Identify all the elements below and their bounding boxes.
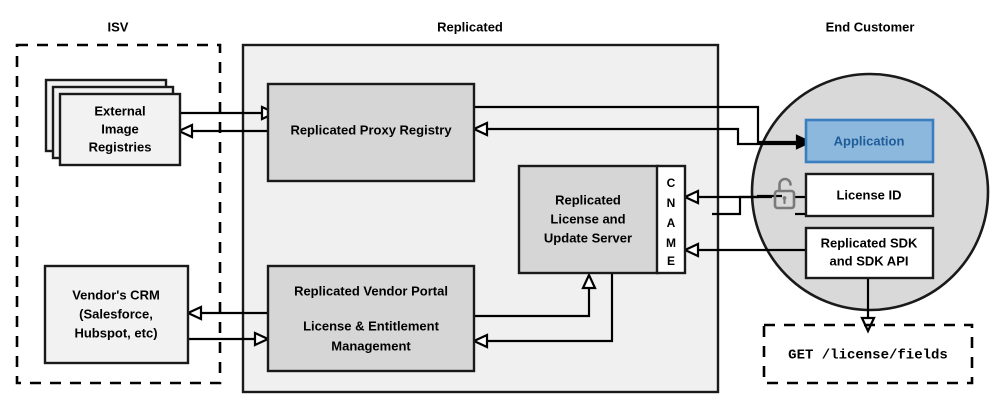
node-cname-strip[interactable]: C N A M E bbox=[655, 164, 687, 275]
edge-sdk-to-cname bbox=[682, 242, 806, 258]
vendor-portal-line-4: Management bbox=[331, 338, 411, 353]
replicated-sdk-line-1: Replicated SDK bbox=[821, 235, 918, 250]
vendor-crm-box bbox=[43, 264, 190, 365]
cname-letter-n: N bbox=[667, 196, 676, 210]
license-server-line-3: Update Server bbox=[544, 230, 632, 245]
license-server-line-2: License and bbox=[550, 211, 625, 226]
external-registries-line-2: Image bbox=[101, 121, 139, 136]
replicated-sdk-line-2: and SDK API bbox=[830, 253, 909, 268]
vendor-portal-line-3: License & Entitlement bbox=[303, 318, 439, 333]
node-external-image-registries[interactable]: External Image Registries bbox=[44, 78, 182, 167]
api-request-label: GET /license/fields bbox=[788, 348, 948, 364]
edge-license-server-to-portal bbox=[471, 274, 614, 349]
cname-letter-c: C bbox=[667, 176, 676, 190]
application-label: Application bbox=[834, 133, 905, 148]
cname-strip-box bbox=[655, 164, 687, 275]
vendor-crm-line-2: (Salesforce, bbox=[79, 306, 153, 321]
edge-crm-to-portal bbox=[188, 331, 271, 347]
node-license-update-server[interactable]: Replicated License and Update Server bbox=[517, 164, 660, 275]
edge-portal-to-license-server bbox=[474, 272, 597, 318]
node-vendor-crm[interactable]: Vendor's CRM (Salesforce, Hubspot, etc) bbox=[43, 264, 190, 365]
node-application[interactable]: Application bbox=[804, 118, 935, 164]
stack-layer-front bbox=[58, 92, 182, 167]
proxy-registry-box bbox=[266, 82, 476, 183]
vendor-portal-box bbox=[266, 264, 476, 373]
edge-application-to-proxy bbox=[471, 121, 806, 146]
node-license-id[interactable]: License ID bbox=[804, 172, 935, 218]
application-box bbox=[804, 118, 935, 164]
license-id-box bbox=[804, 172, 935, 218]
vendor-portal-line-1: Replicated Vendor Portal bbox=[294, 283, 448, 298]
cname-letter-e: E bbox=[667, 254, 675, 268]
group-title-end-customer: End Customer bbox=[826, 19, 915, 34]
edge-licenseid-lock-left bbox=[712, 195, 806, 216]
cname-letter-a: A bbox=[667, 216, 676, 230]
api-request-dashed-box bbox=[762, 323, 974, 385]
node-replicated-vendor-portal[interactable]: Replicated Vendor Portal License & Entit… bbox=[266, 264, 476, 373]
license-id-label: License ID bbox=[836, 187, 901, 202]
node-replicated-proxy-registry[interactable]: Replicated Proxy Registry bbox=[266, 82, 476, 183]
group-title-isv: ISV bbox=[108, 19, 129, 34]
node-api-request[interactable]: GET /license/fields bbox=[762, 323, 974, 385]
cname-letter-m: M bbox=[666, 236, 676, 250]
group-title-replicated: Replicated bbox=[437, 19, 503, 34]
replicated-sdk-box bbox=[804, 226, 935, 280]
vendor-crm-line-1: Vendor's CRM bbox=[72, 287, 160, 302]
edge-portal-to-crm bbox=[185, 305, 268, 321]
vendor-crm-line-3: Hubspot, etc) bbox=[74, 325, 157, 340]
external-registries-line-1: External bbox=[94, 103, 145, 118]
region-isv bbox=[15, 43, 222, 385]
edge-proxy-to-registries bbox=[176, 123, 268, 139]
external-registries-line-3: Registries bbox=[89, 139, 152, 154]
unlocked-padlock-icon bbox=[773, 177, 796, 210]
node-replicated-sdk[interactable]: Replicated SDK and SDK API bbox=[804, 226, 935, 280]
license-server-line-1: Replicated bbox=[555, 192, 621, 207]
proxy-registry-label: Replicated Proxy Registry bbox=[290, 122, 452, 137]
